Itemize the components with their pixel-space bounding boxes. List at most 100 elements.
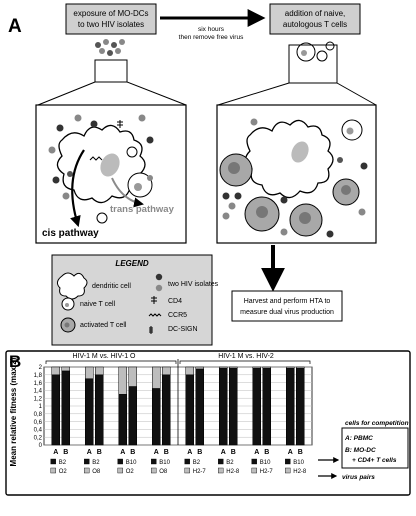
bar-segment-dark: [185, 374, 194, 446]
step2-line1: addition of naive,: [285, 9, 346, 18]
bar-label: B: [63, 449, 68, 456]
group-bracket-2: [179, 360, 311, 364]
bar-label: B: [197, 449, 202, 456]
arrow-note-line2: then remove free virus: [179, 34, 244, 41]
y-tick-label: 1,6: [34, 381, 43, 387]
virus-swatch-light: [285, 467, 291, 474]
bar-segment-dark: [162, 374, 171, 446]
y-tick-label: 1,4: [34, 389, 43, 395]
group-bracket-1: [45, 360, 177, 364]
bar-label: A: [254, 449, 259, 456]
bar-label: A: [154, 449, 159, 456]
virus-swatch-dark: [117, 458, 123, 465]
cis-pathway-label: cis pathway: [42, 228, 99, 239]
bar-segment-light: [185, 366, 194, 376]
virus-swatch-dark: [184, 458, 190, 465]
virus-pair-label: O8: [92, 469, 101, 475]
virus-swatch-light: [50, 467, 56, 474]
legend-item-hiv-isolates: two HIV isolates: [168, 281, 219, 288]
co-culture-box: [216, 104, 377, 244]
zoom-lines-1: [37, 81, 187, 106]
bar-segment-light: [162, 366, 171, 376]
y-tick-label: 0: [39, 443, 43, 449]
virus-pair-label: B2: [226, 460, 234, 466]
bar-segment-light: [262, 366, 271, 369]
step1-line1: exposure of MO-DCs: [73, 9, 148, 18]
legend-box: LEGEND dendritic cell two HIV isolates n…: [51, 254, 219, 346]
bar-label: A: [288, 449, 293, 456]
bar-segment-light: [152, 366, 161, 389]
bar-segment-dark: [219, 367, 228, 446]
panel-a-letter: A: [8, 16, 22, 37]
bar-segment-light: [61, 366, 70, 372]
bar-label: B: [164, 449, 169, 456]
zoom-lines-2: [217, 82, 377, 106]
harvest-line1: Harvest and perform HTA to: [244, 298, 331, 305]
bar-label: A: [187, 449, 192, 456]
bar-segment-dark: [118, 394, 127, 446]
harvest-box: Harvest and perform HTA to measure dual …: [231, 290, 343, 322]
competition-note-b2: + CD4+ T cells: [352, 457, 397, 464]
cis-trans-box: [35, 104, 187, 244]
y-tick-label: 1,2: [34, 396, 43, 402]
virus-pair-label: O2: [59, 469, 68, 475]
virus-pair-label: H2-8: [226, 469, 240, 475]
bar-label: B: [264, 449, 269, 456]
bar-segment-light: [219, 366, 228, 369]
legend-item-dendritic-cell: dendritic cell: [92, 283, 131, 290]
y-tick-label: 0,6: [34, 420, 43, 426]
bar-segment-dark: [95, 374, 104, 446]
bar-label: A: [53, 449, 58, 456]
ccr5-icon: [148, 313, 162, 317]
bar-label: B: [298, 449, 303, 456]
bar-segment-dark: [128, 386, 137, 446]
virus-pair-label: O2: [126, 469, 135, 475]
y-tick-label: 0,8: [34, 412, 43, 418]
virus-pair-label: H2-8: [293, 469, 307, 475]
bar-segment-light: [195, 366, 204, 370]
naive-t-cells-top: [296, 41, 335, 62]
activated-t-cell-icon: [60, 317, 76, 333]
bar-segment-light: [296, 366, 305, 369]
competition-note-title: cells for competition: [345, 420, 409, 427]
hiv-isolates-icon: [155, 273, 163, 292]
virus-pair-label: B10: [260, 460, 271, 466]
bar-segment-dark: [296, 367, 305, 446]
group-label-2: HIV-1 M vs. HIV-2: [218, 353, 274, 360]
naive-t-cell-icon: [61, 297, 75, 311]
arrow-note-line1: six hours: [198, 26, 225, 33]
virus-pairs-label: virus pairs: [342, 474, 375, 481]
virus-pair-label: O8: [159, 469, 168, 475]
virus-pair-label: B2: [193, 460, 201, 466]
virus-pair-label: B2: [92, 460, 100, 466]
bar-segment-light: [286, 366, 295, 369]
virus-swatch-light: [117, 467, 123, 474]
virus-swatch-dark: [218, 458, 224, 465]
dendritic-cell-icon: [56, 272, 88, 300]
legend-item-activated-t-cell: activated T cell: [80, 322, 127, 329]
virus-swatch-dark: [84, 458, 90, 465]
legend-title: LEGEND: [115, 259, 149, 268]
bar-segment-dark: [61, 370, 70, 446]
y-tick-label: 2: [39, 365, 43, 371]
virus-pair-label: B10: [293, 460, 304, 466]
bar-segment-dark: [152, 388, 161, 446]
bar-segment-light: [118, 366, 127, 395]
bar-segment-dark: [262, 367, 271, 446]
zoom-square-1: [94, 59, 128, 83]
bar-segment-dark: [51, 374, 60, 446]
legend-item-naive-t-cell: naive T cell: [80, 301, 116, 308]
bar-segment-light: [85, 366, 94, 379]
bar-segment-light: [229, 366, 238, 369]
competition-note-b1: B: MO-DC: [345, 447, 376, 454]
y-axis-label: Mean relative fitness (max 2): [9, 357, 18, 466]
legend-item-cd4: CD4: [168, 298, 182, 305]
legend-item-dc-sign: DC-SIGN: [168, 326, 198, 333]
step1-line2: to two HIV isolates: [78, 20, 144, 29]
virus-swatch-light: [218, 467, 224, 474]
virus-swatch-light: [184, 467, 190, 474]
competition-note-a: A: PBMC: [344, 435, 373, 442]
competition-note-box: cells for competition A: PBMC B: MO-DC +…: [341, 420, 409, 469]
